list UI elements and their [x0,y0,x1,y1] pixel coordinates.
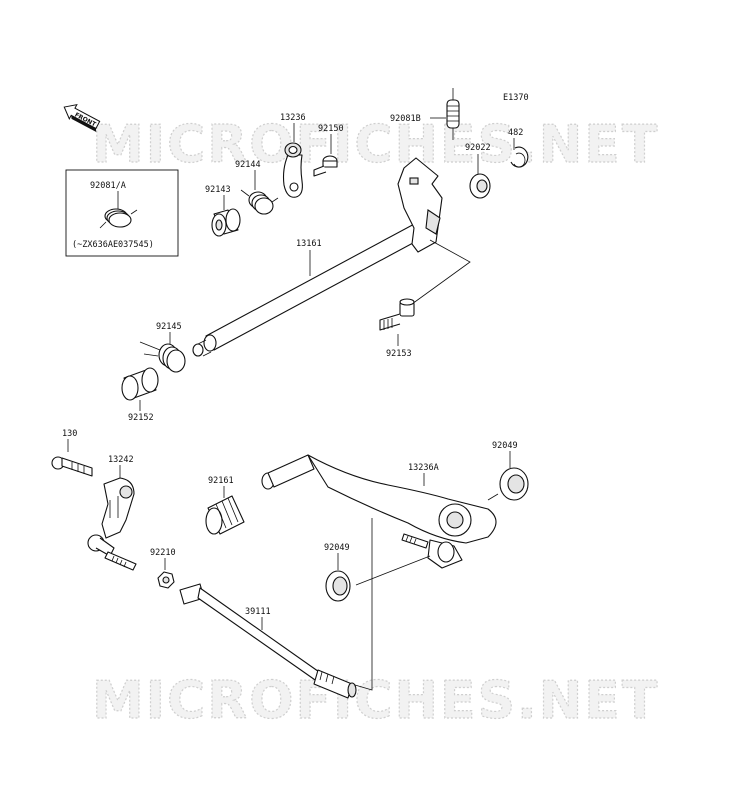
spring-92144 [240,189,279,215]
assembly-line [354,518,373,691]
label-13236: 13236 [280,113,306,123]
label-92152: 92152 [128,413,154,423]
bolt-92153 [379,298,415,331]
tie-rod-39111 [179,583,357,699]
spring-92081b [446,88,460,140]
washer-92049-left [325,570,351,602]
label-13161: 13161 [296,239,322,249]
label-92022: 92022 [465,143,491,153]
label-92153: 92153 [386,349,412,359]
label-92143: 92143 [205,185,231,195]
label-92049-left: 92049 [324,543,350,553]
bolt-pedal [401,533,429,549]
rod-end-thread [104,551,137,571]
label-92210: 92210 [150,548,176,558]
label-92161: 92161 [208,476,234,486]
watermark-top: MICROFICHES.NET [92,115,659,175]
collar-92152 [121,367,159,401]
label-92150: 92150 [318,124,344,134]
rubber-92161 [205,495,245,535]
label-92144: 92144 [235,160,261,170]
lever-13242 [87,477,135,557]
circlip-482 [510,146,529,168]
shift-shaft-13161 [192,157,443,357]
inset-note: (~ZX636AE037545) [72,240,154,250]
label-482: 482 [508,128,523,138]
shift-pedal-13236a [261,454,497,569]
watermark-bottom: MICROFICHES.NET [92,671,659,731]
label-92145: 92145 [156,322,182,332]
collar-92143 [211,208,241,237]
label-13236a: 13236A [408,463,439,473]
label-92081b: 92081B [390,114,421,124]
assembly-line-2 [355,555,431,586]
washer-92049-right [499,467,529,501]
nut-92210 [157,571,175,589]
label-92049-right: 92049 [492,441,518,451]
pawl-13236 [282,142,303,198]
label-13242: 13242 [108,455,134,465]
bolt-92150 [313,155,338,177]
washer-92022 [469,173,491,199]
inset-part-label: 92081/A [90,181,126,191]
spring-icon [99,208,138,229]
bolt-130 [51,456,93,477]
label-39111: 39111 [245,607,271,617]
diagram-code: E1370 [503,93,529,103]
spring-92145 [139,341,186,373]
leader-92153-bracket [411,239,471,305]
leader-92049-right [487,493,499,501]
inset-box: 92081/A (~ZX636AE037545) [65,169,179,257]
label-130: 130 [62,429,77,439]
